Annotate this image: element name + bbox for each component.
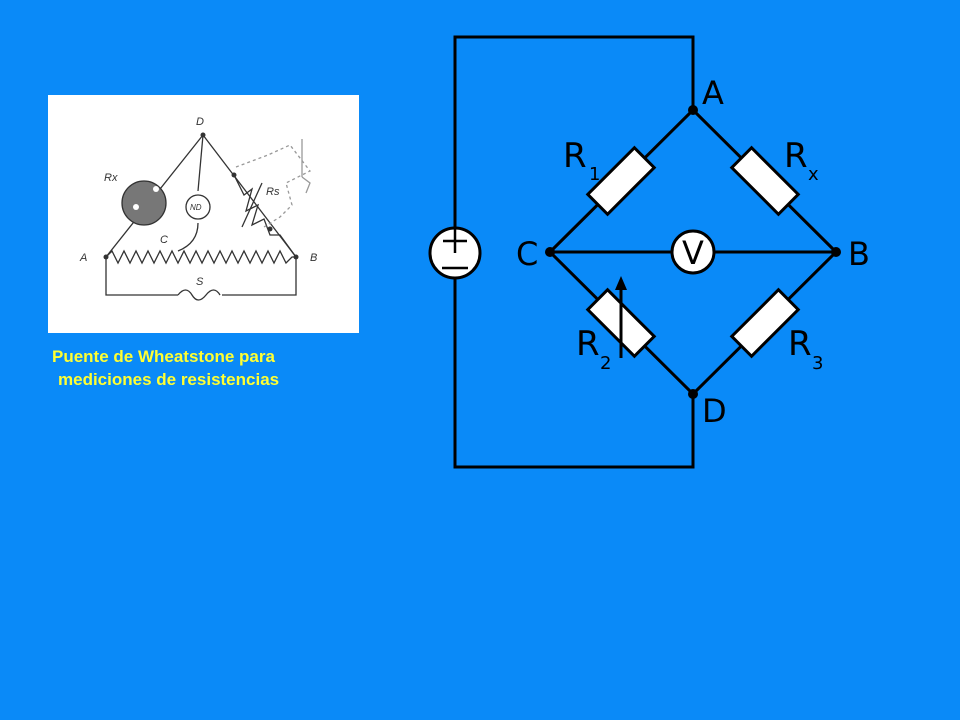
node-d-label: D	[702, 392, 727, 430]
sketch-label-rs: Rs	[266, 186, 280, 198]
rx-label: R	[784, 136, 808, 176]
r1-label: R	[563, 136, 587, 176]
r2-subscript: 2	[600, 353, 611, 374]
r2-label: R	[576, 324, 600, 364]
sketch-label-a: A	[79, 252, 87, 264]
sketch-label-d: D	[196, 116, 204, 128]
resistor-r1	[585, 145, 657, 217]
node-c-label: C	[516, 235, 538, 273]
rx-subscript: x	[808, 164, 819, 185]
sketch-caption: Puente de Wheatstone para mediciones de …	[40, 345, 375, 391]
sketch-label-s: S	[196, 276, 204, 288]
voltage-source-icon	[428, 226, 482, 280]
sketch-label-b: B	[310, 252, 317, 264]
null-detector-icon	[185, 194, 211, 220]
voltmeter-label: V	[682, 234, 704, 272]
rx-dial-icon	[121, 180, 167, 226]
resistor-rx	[729, 145, 801, 217]
voltmeter-icon	[670, 229, 716, 275]
sketch-label-rx: Rx	[104, 172, 118, 184]
r3-subscript: 3	[812, 353, 823, 374]
resistor-r3	[729, 287, 801, 359]
caption-line-1: Puente de Wheatstone para	[52, 347, 275, 366]
caption-line-2: mediciones de resistencias	[58, 370, 280, 389]
sketch-label-c: C	[160, 234, 168, 246]
r3-label: R	[788, 324, 812, 364]
r1-subscript: 1	[589, 164, 600, 185]
wheatstone-sketch: D Rx ND Rs C A B S	[48, 95, 359, 333]
node-b-label: B	[848, 235, 870, 273]
sketch-label-nd: ND	[190, 203, 202, 212]
node-a-label: A	[702, 74, 724, 112]
